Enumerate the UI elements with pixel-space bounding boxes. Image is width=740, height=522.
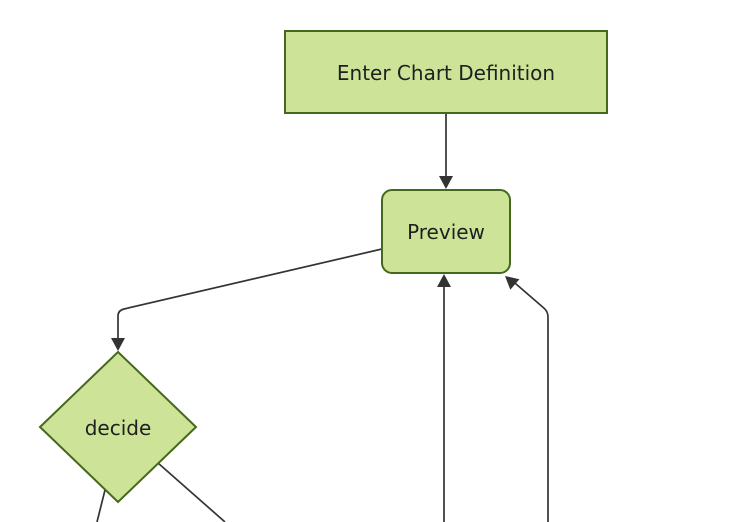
node-decide: decide <box>38 350 198 504</box>
edge-bottom-right-to-preview <box>511 279 549 522</box>
node-preview-label: Preview <box>407 220 485 244</box>
edge-decide-to-bottom-right <box>157 462 226 522</box>
edge-preview-to-decide <box>117 248 383 340</box>
arrowhead-bottom-right-to-preview-icon <box>505 276 520 290</box>
node-enter-chart-definition: Enter Chart Definition <box>284 30 608 114</box>
node-decide-label: decide <box>85 416 152 440</box>
node-decide-shape <box>38 350 198 504</box>
arrowhead-bottom-to-preview-icon <box>437 274 451 287</box>
node-preview-shape <box>381 189 511 274</box>
node-preview: Preview <box>381 189 511 274</box>
arrowhead-enter-to-preview-icon <box>439 176 453 189</box>
node-enter-chart-definition-shape <box>284 30 608 114</box>
arrowhead-preview-to-decide-icon <box>111 338 125 351</box>
edge-decide-to-bottom-left <box>96 489 106 522</box>
node-enter-chart-definition-label: Enter Chart Definition <box>337 61 555 85</box>
